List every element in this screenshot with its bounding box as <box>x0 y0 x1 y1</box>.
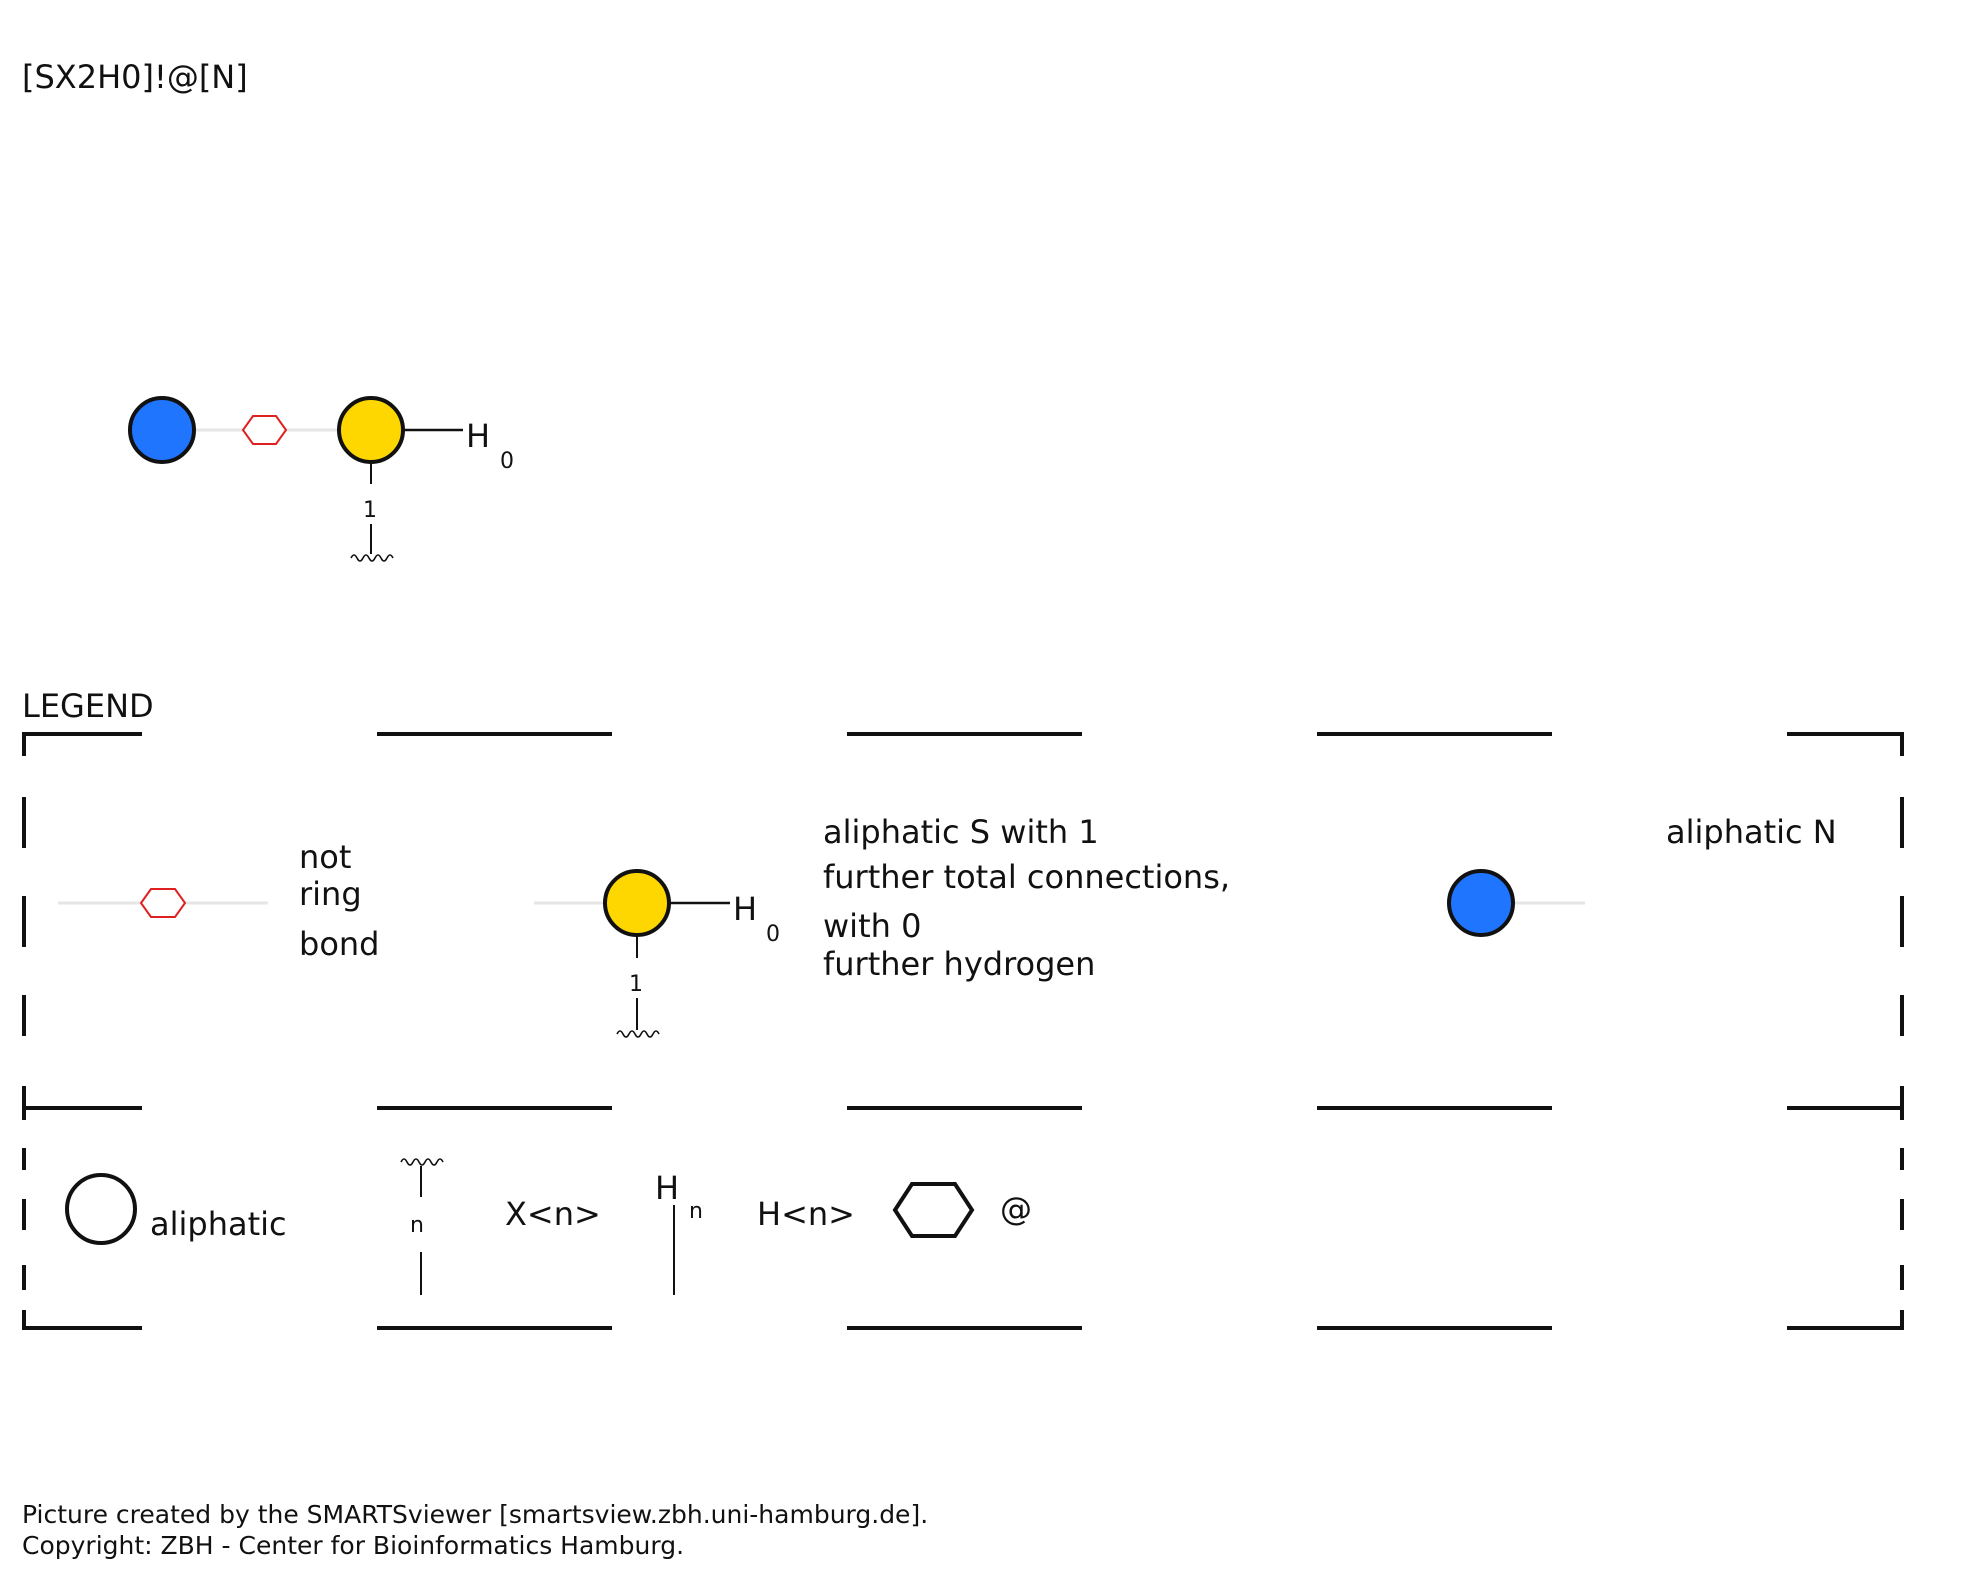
non-ring-bond-marker-icon <box>241 415 288 445</box>
sulfur-desc-line1: aliphatic S with 1 <box>823 813 1099 851</box>
aliphatic-label: aliphatic <box>150 1205 287 1243</box>
molecule-depiction: H 0 1 <box>128 396 514 562</box>
wavy-connection-icon <box>350 554 394 562</box>
connection-count: 1 <box>629 972 643 997</box>
sulfur-desc-line2: further total connections, <box>823 858 1230 896</box>
nitrogen-desc: aliphatic N <box>1666 813 1837 851</box>
legend-entry-bond: not ring bond <box>58 838 379 963</box>
bond-desc-line2: ring <box>299 875 362 913</box>
legend-frame <box>22 732 1904 1330</box>
bond-desc-line1: not <box>299 838 351 876</box>
nitrogen-atom <box>1447 869 1515 937</box>
legend-title: LEGEND <box>22 687 154 725</box>
legend-key-row: aliphatic n X<n> H n H<n> @ <box>65 1158 1032 1295</box>
wavy-connection-icon <box>616 1030 660 1038</box>
sulfur-desc-line3: with 0 <box>823 907 921 945</box>
hydrogen-count: 0 <box>766 922 780 947</box>
hydrogen-count: 0 <box>500 449 514 474</box>
sulfur-atom <box>337 396 405 464</box>
nitrogen-atom <box>128 396 196 464</box>
h-n-label: H<n> <box>757 1195 855 1233</box>
hydrogen-symbol: H <box>733 890 757 928</box>
h-n-symbol: H <box>655 1169 679 1207</box>
non-ring-bond-marker-icon <box>139 888 187 918</box>
sulfur-desc-line4: further hydrogen <box>823 945 1095 983</box>
legend-entry-sulfur: H 0 1 aliphatic S with 1 further total c… <box>534 813 1230 1038</box>
wavy-connection-icon <box>400 1158 444 1166</box>
footer-copyright: Copyright: ZBH - Center for Bioinformati… <box>22 1531 684 1560</box>
connection-count: 1 <box>363 498 377 523</box>
footer-credit: Picture created by the SMARTSviewer [sma… <box>22 1500 928 1529</box>
x-n-subscript: n <box>410 1213 424 1238</box>
hydrogen-symbol: H <box>466 417 490 455</box>
x-n-label: X<n> <box>505 1195 601 1233</box>
ring-label: @ <box>1000 1190 1032 1228</box>
legend-entry-nitrogen: aliphatic N <box>1447 813 1837 937</box>
ring-bond-hexagon-icon <box>892 1182 975 1238</box>
h-n-subscript: n <box>689 1199 703 1224</box>
sulfur-atom <box>603 869 671 937</box>
bond-desc-line3: bond <box>299 925 379 963</box>
smarts-string: [SX2H0]!@[N] <box>22 58 248 96</box>
aliphatic-circle-icon <box>65 1173 137 1245</box>
